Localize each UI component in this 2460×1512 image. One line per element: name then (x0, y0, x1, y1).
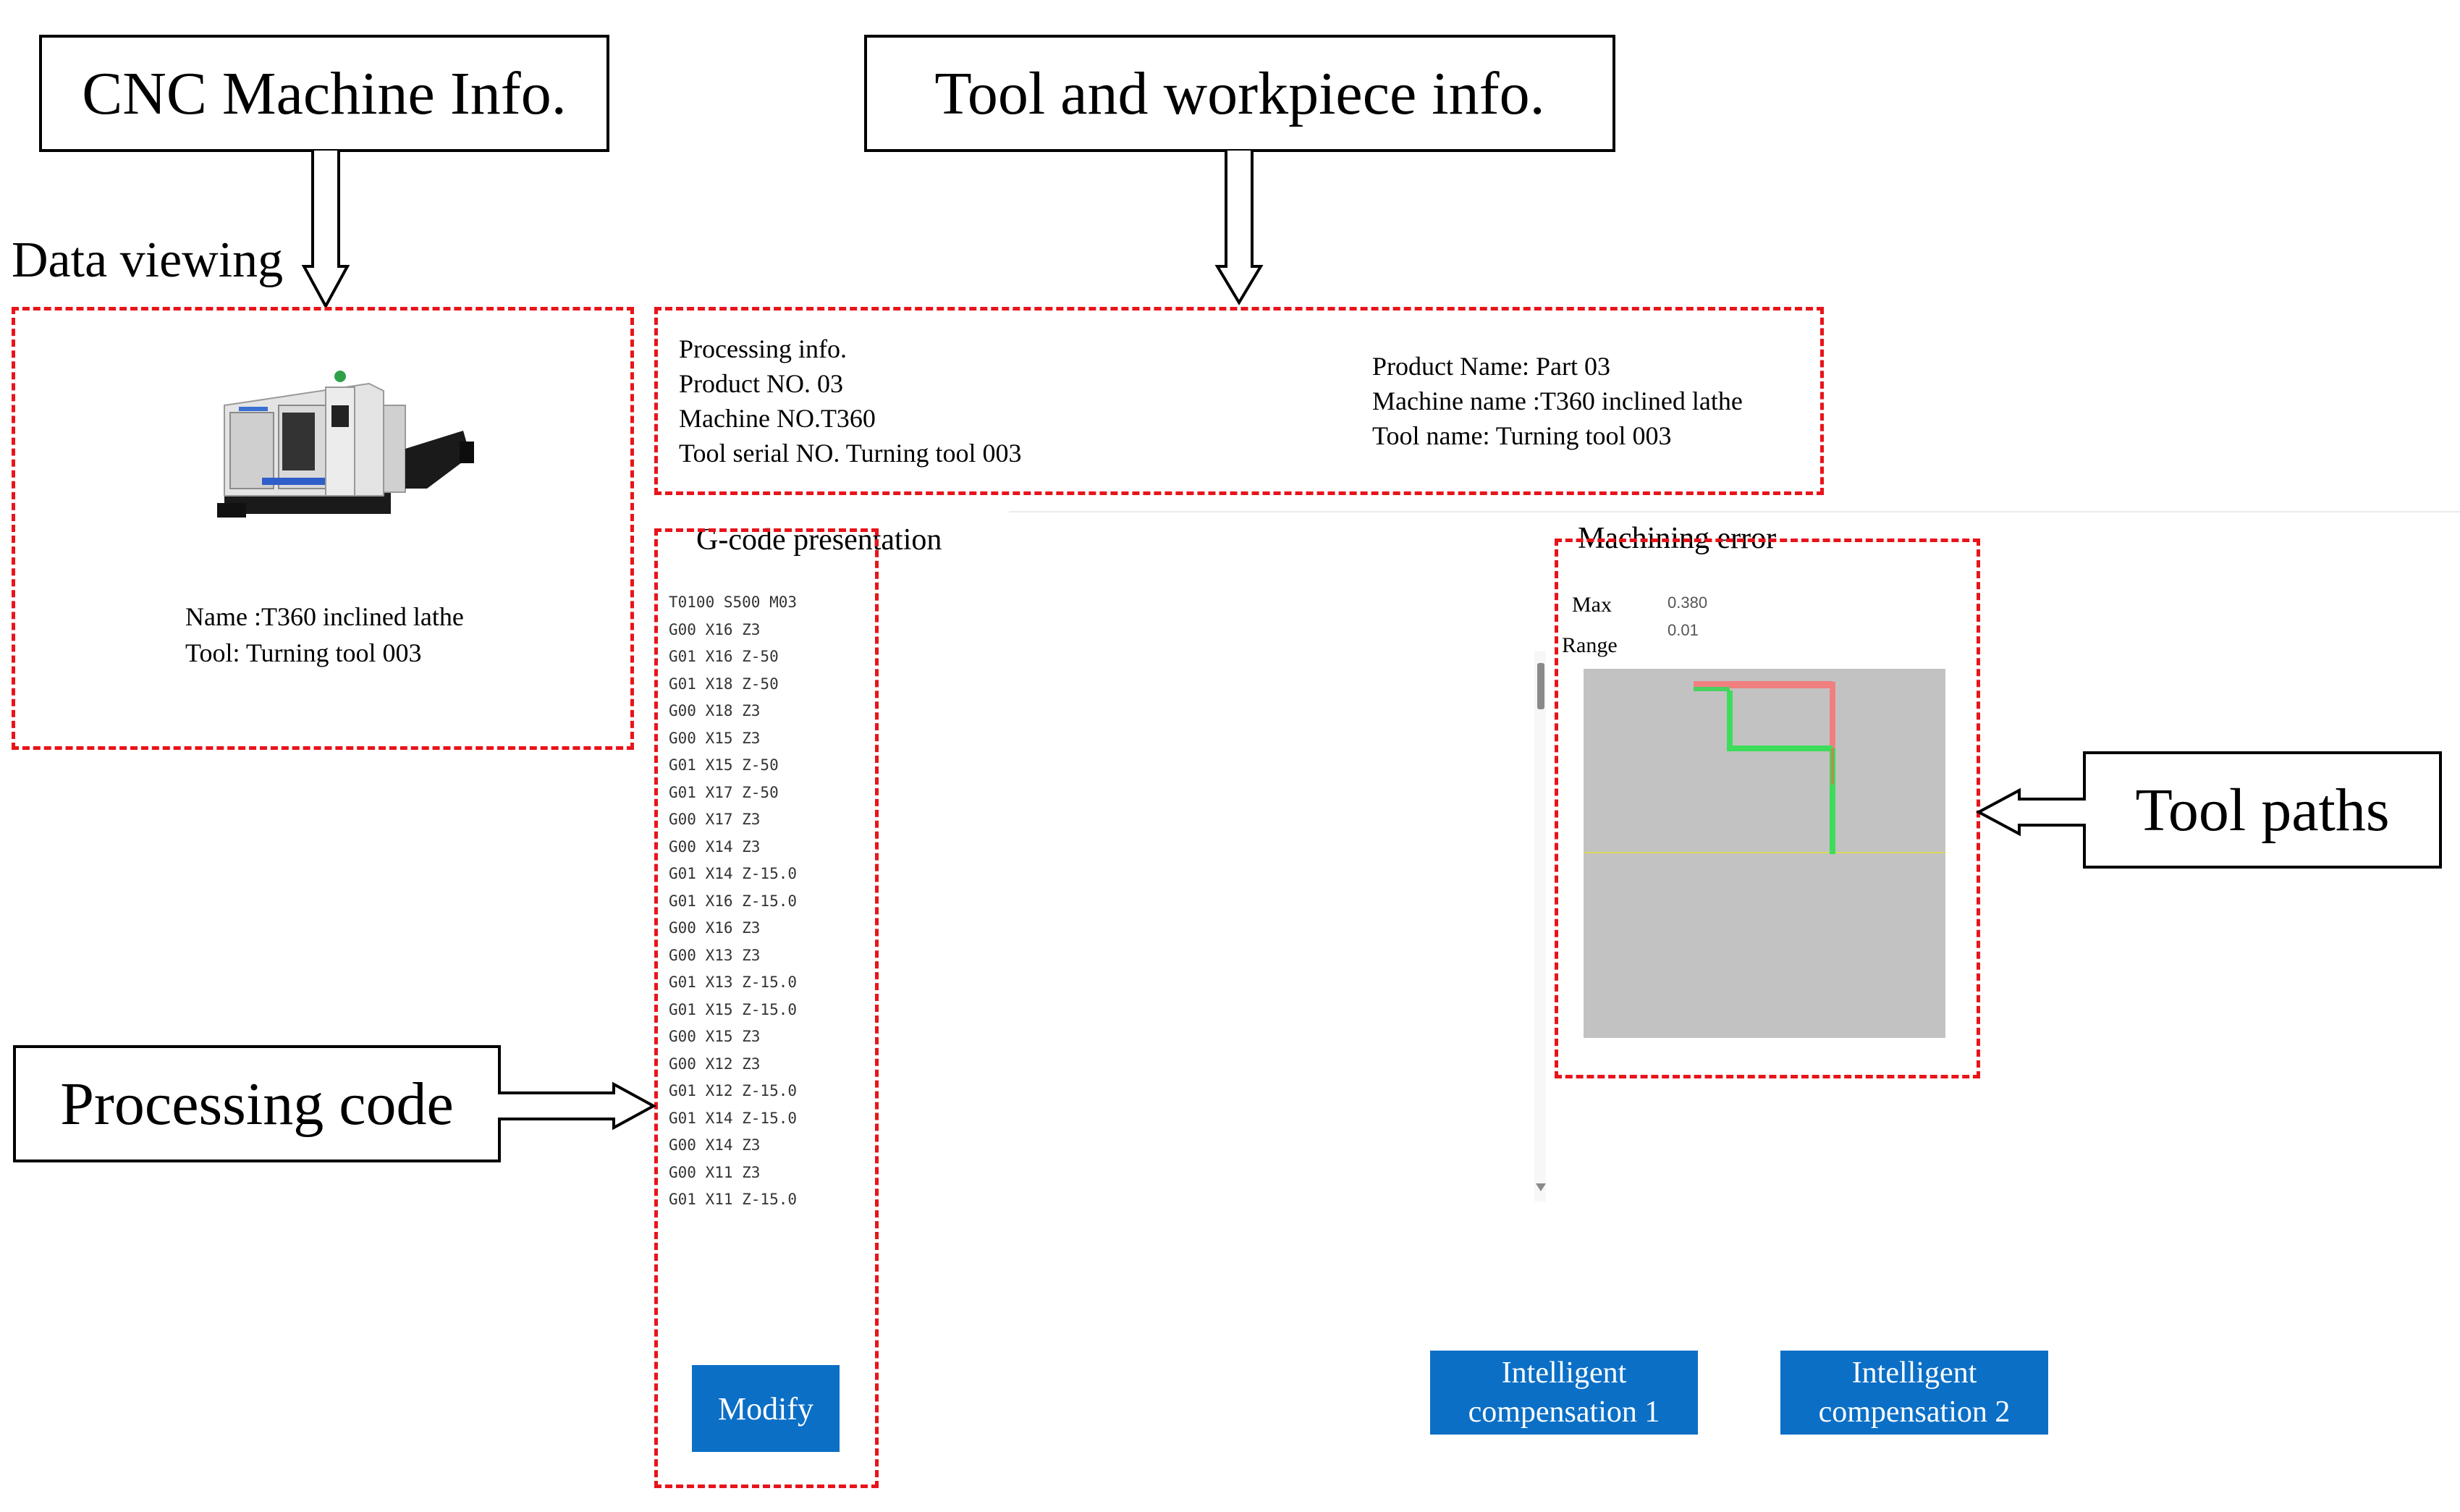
machining-error-panel (1555, 539, 1980, 1078)
tool-paths-callout: Tool paths (2083, 751, 2442, 869)
range-label: Range (1562, 633, 1618, 657)
arrow-down-cnc-icon (301, 151, 350, 310)
max-label: Max (1572, 593, 1612, 617)
gcode-line: G01 X13 Z-15.0 (669, 973, 798, 991)
data-viewing-label: Data viewing (12, 232, 284, 288)
gcode-line: G00 X14 Z3 (669, 837, 761, 856)
cnc-machine-info-label: CNC Machine Info. (82, 59, 567, 127)
gcode-line: G00 X13 Z3 (669, 946, 761, 964)
gcode-line: G01 X12 Z-15.0 (669, 1082, 798, 1099)
compensation-1-label-line1: Intelligent (1501, 1356, 1627, 1390)
compensation-2-label-line1: Intelligent (1851, 1356, 1977, 1390)
gcode-panel (654, 528, 879, 1488)
tool-serial-number: Tool serial NO. Turning tool 003 (679, 439, 1022, 468)
compensation-1-label-line2: compensation 1 (1468, 1395, 1660, 1429)
tool-path-plot (1584, 669, 1945, 1038)
processing-code-callout: Processing code (13, 1045, 501, 1162)
gcode-line: G01 X15 Z-50 (669, 756, 779, 774)
gcode-listing: T0100 S500 M03 G00 X16 Z3 G01 X16 Z-50 G… (669, 589, 797, 1214)
processing-info-right: Product Name: Part 03 Machine name :T360… (1372, 349, 1743, 453)
range-value: 0.01 (1668, 621, 1699, 639)
gcode-line: G01 X14 Z-15.0 (669, 865, 798, 882)
product-number: Product NO. 03 (679, 369, 843, 398)
product-name: Product Name: Part 03 (1372, 352, 1610, 381)
max-value: 0.380 (1668, 594, 1708, 612)
gcode-line: G00 X12 Z3 (669, 1055, 761, 1073)
processing-info-panel (654, 307, 1824, 495)
machine-tool-line: Tool: Turning tool 003 (185, 638, 422, 667)
gcode-line: G01 X17 Z-50 (669, 783, 779, 801)
tool-paths-label: Tool paths (2135, 776, 2390, 844)
gcode-line: G00 X17 Z3 (669, 811, 761, 828)
gcode-line: G00 X14 Z3 (669, 1136, 761, 1154)
gcode-line: T0100 S500 M03 (669, 594, 798, 611)
gcode-line: G01 X11 Z-15.0 (669, 1191, 798, 1208)
modify-button-label: Modify (718, 1390, 813, 1427)
gcode-line: G01 X14 Z-15.0 (669, 1109, 798, 1127)
content-divider (1009, 511, 2460, 512)
gcode-line: G01 X16 Z-50 (669, 648, 779, 665)
gcode-line: G01 X18 Z-50 (669, 675, 779, 693)
gcode-line: G01 X16 Z-15.0 (669, 892, 798, 910)
processing-code-label: Processing code (60, 1070, 454, 1138)
lathe-machine-image (217, 371, 474, 518)
tool-workpiece-info-callout: Tool and workpiece info. (864, 35, 1615, 152)
machine-name: Machine name :T360 inclined lathe (1372, 387, 1743, 415)
intelligent-compensation-2-button[interactable]: Intelligent compensation 2 (1780, 1351, 2048, 1435)
scrollbar-thumb[interactable] (1537, 663, 1544, 709)
processing-info-left: Processing info. Product NO. 03 Machine … (679, 331, 1022, 470)
scrollbar-track[interactable] (1534, 651, 1546, 1201)
gcode-line: G00 X11 Z3 (669, 1163, 761, 1181)
modify-button[interactable]: Modify (692, 1365, 840, 1452)
tool-name: Tool name: Turning tool 003 (1372, 421, 1672, 450)
arrow-right-code-icon (498, 1081, 657, 1131)
gcode-line: G00 X16 Z3 (669, 919, 761, 937)
compensation-2-label-line2: compensation 2 (1818, 1395, 2011, 1429)
cnc-machine-info-callout: CNC Machine Info. (39, 35, 609, 152)
gcode-line: G00 X15 Z3 (669, 729, 761, 747)
arrow-left-paths-icon (1975, 787, 2086, 837)
machine-name-line: Name :T360 inclined lathe (185, 602, 464, 631)
processing-info-heading: Processing info. (679, 334, 847, 363)
gcode-line: G00 X18 Z3 (669, 702, 761, 719)
gcode-line: G00 X15 Z3 (669, 1028, 761, 1045)
scroll-down-icon[interactable] (1534, 1181, 1547, 1194)
gcode-line: G01 X15 Z-15.0 (669, 1000, 798, 1018)
intelligent-compensation-1-button[interactable]: Intelligent compensation 1 (1430, 1351, 1698, 1435)
machine-panel (12, 307, 634, 750)
arrow-down-tool-icon (1214, 151, 1264, 305)
tool-workpiece-info-label: Tool and workpiece info. (934, 59, 1545, 127)
gcode-line: G00 X16 Z3 (669, 620, 761, 638)
machine-number: Machine NO.T360 (679, 404, 876, 433)
